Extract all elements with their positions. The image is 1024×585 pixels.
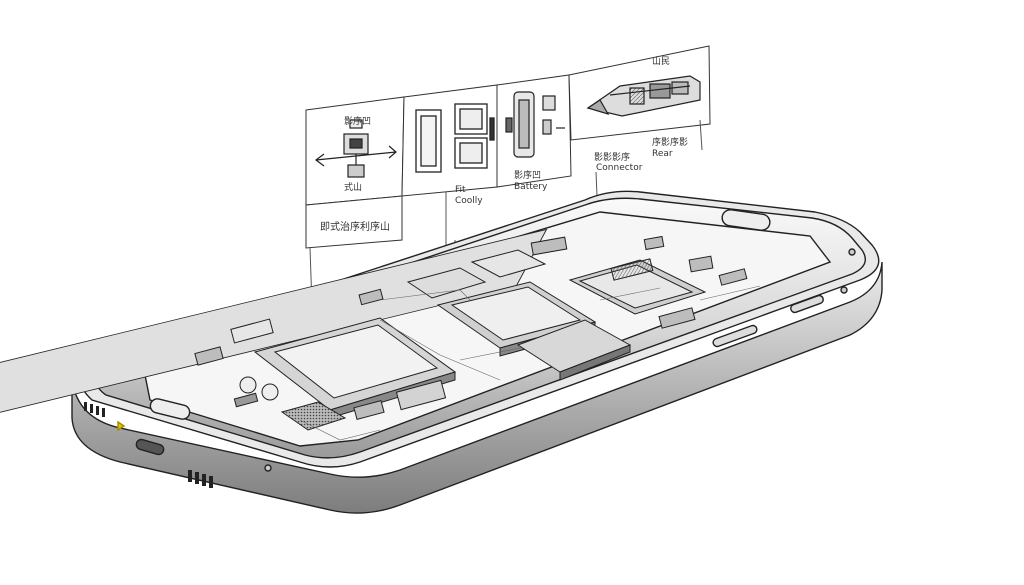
- panel-1-label: 即式治序利序山: [320, 220, 390, 233]
- board-traces: [299, 285, 761, 441]
- lens-1: [239, 376, 257, 394]
- home-button: [149, 398, 191, 420]
- upper-chip: [470, 249, 547, 278]
- panel-1-content: [315, 119, 397, 178]
- speaker-grille: [84, 402, 213, 488]
- heat-sink: [280, 401, 347, 431]
- panel-1-top-label: 影序凹: [344, 115, 371, 127]
- panel-3-label-1: 影序凹: [514, 169, 541, 181]
- power-button: [790, 294, 824, 314]
- panel-4-label-1: 影影影序: [594, 151, 630, 163]
- earpiece: [721, 209, 771, 231]
- phone-side: [71, 261, 883, 514]
- panel-2-label-2: Coolly: [455, 196, 483, 206]
- panel-2-content: [415, 103, 495, 173]
- volume-button: [712, 324, 758, 348]
- circuit-board: [0, 228, 761, 452]
- panel-3-content: [505, 91, 565, 158]
- battery-connector: [406, 267, 487, 299]
- memory-module: [568, 258, 707, 315]
- ram-module: [516, 319, 632, 381]
- usb-port: [135, 438, 165, 456]
- panel-1-small-label: 式山: [344, 181, 362, 193]
- panel-2-label-1: Fit: [455, 185, 466, 195]
- status-indicator: [117, 420, 126, 432]
- panel-4-content: [586, 75, 701, 117]
- panel-3-label-2: Battery: [514, 182, 548, 192]
- panel-4-top-label: 山民: [652, 56, 670, 67]
- panel-1-caption-frame: [305, 195, 403, 249]
- panel-4-label-2: Connector: [596, 163, 643, 173]
- panel-4-right-label-2: Rear: [652, 149, 673, 159]
- lens-2: [261, 383, 279, 401]
- processor-left: [253, 317, 457, 419]
- panel-4-right-label-1: 序影序影: [652, 136, 688, 148]
- small-components: [194, 235, 748, 421]
